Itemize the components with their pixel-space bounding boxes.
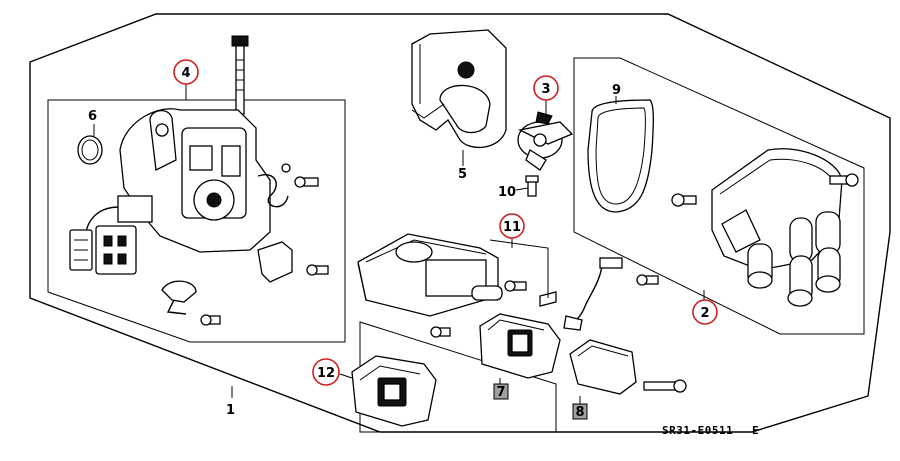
callout-11: 11 (503, 220, 521, 235)
reference-code: SR31-E0511 (662, 424, 733, 437)
ignition-coil (357, 233, 503, 317)
callout-7: 7 (496, 385, 505, 400)
housing-subgroup-box (47, 99, 346, 343)
noise-filter (569, 339, 687, 395)
callout-7-box (493, 383, 509, 400)
ignition-control-module (351, 355, 437, 427)
cap-subgroup-box (573, 57, 865, 335)
rotor-shield (411, 29, 507, 149)
callout-1: 1 (226, 403, 235, 418)
callout-8-box (572, 403, 588, 420)
callout-2: 2 (700, 306, 709, 321)
distributor-housing (69, 35, 329, 326)
callout-12: 12 (317, 366, 335, 381)
callout-3-circle (533, 75, 559, 101)
callout-5: 5 (458, 167, 467, 182)
callout-4-circle (173, 59, 199, 85)
reference-suffix: E (752, 424, 759, 437)
callout-8: 8 (575, 405, 584, 420)
callout-9: 9 (612, 83, 621, 98)
igniter-unit (479, 313, 561, 379)
callout-3: 3 (541, 82, 550, 97)
assembly-outline (29, 13, 891, 433)
callout-10: 10 (498, 185, 516, 200)
ground-wire (563, 257, 659, 331)
callout-11-circle (499, 213, 525, 239)
screw (525, 175, 539, 197)
callout-12-circle (312, 358, 340, 386)
callout-2-circle (692, 299, 718, 325)
callout-4: 4 (181, 66, 190, 81)
distributor-cap (671, 148, 859, 307)
callout-6: 6 (88, 109, 97, 124)
rotor (517, 111, 574, 171)
